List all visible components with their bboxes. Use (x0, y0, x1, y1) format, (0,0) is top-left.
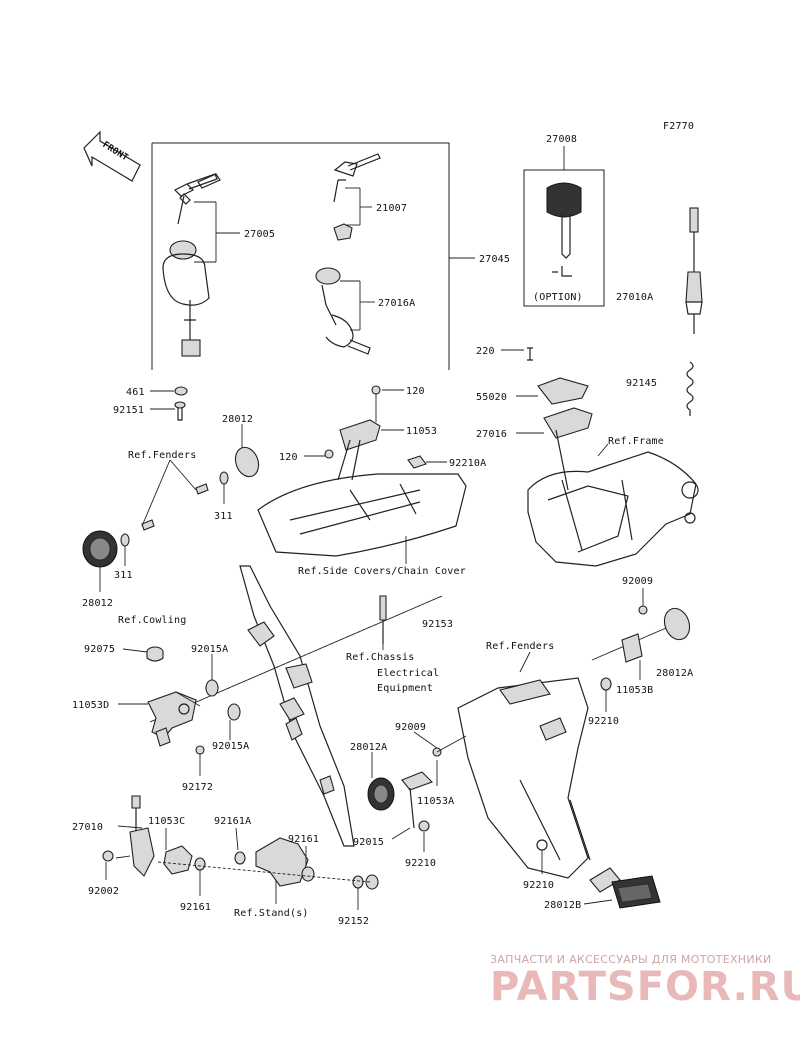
label-27045: 27045 (479, 254, 510, 265)
label-21007: 21007 (376, 203, 407, 214)
label-92161-top: 92161 (288, 834, 319, 845)
label-92210-mid: 92210 (405, 858, 436, 869)
label-27010: 27010 (72, 822, 103, 833)
ref-frame: Ref.Frame (608, 436, 664, 447)
cowling-bracket-icon (239, 565, 355, 847)
label-92153: 92153 (422, 619, 453, 630)
diagram-code: F2770 (663, 121, 694, 132)
ignition-kit-bracket (151, 142, 450, 370)
key-set-icon (173, 173, 221, 225)
license-lamp-icon (611, 875, 661, 909)
front-arrow-icon: FRONT (83, 130, 141, 182)
label-92015A-bottom: 92015A (212, 741, 249, 752)
bolt-icon (174, 401, 186, 421)
watermark-brand: PARTSFOR.RU (490, 964, 800, 1010)
spring-icon (686, 361, 694, 416)
label-92161A: 92161A (214, 816, 251, 827)
label-92015A-top: 92015A (191, 644, 228, 655)
cap-icon (146, 646, 164, 662)
ref-stand: Ref.Stand(s) (234, 908, 309, 919)
nut-icon (174, 386, 188, 396)
label-92075: 92075 (84, 644, 115, 655)
label-92009-top: 92009 (622, 576, 653, 587)
ignition-switch-icon (162, 240, 210, 357)
label-311-top: 311 (214, 511, 233, 522)
bracket-d-icon (147, 691, 205, 755)
label-55020: 55020 (476, 392, 507, 403)
label-11053B: 11053B (616, 685, 653, 696)
ref-fenders-left: Ref.Fenders (128, 450, 196, 461)
label-92161-bottom: 92161 (180, 902, 211, 913)
label-92151: 92151 (113, 405, 144, 416)
label-92210A: 92210A (449, 458, 486, 469)
starter-switch-icon (685, 207, 703, 334)
label-28012A-mid: 28012A (350, 742, 387, 753)
option-key-icon (546, 182, 582, 277)
ref-cowling: Ref.Cowling (118, 615, 186, 626)
ref-side-covers: Ref.Side Covers/Chain Cover (298, 566, 466, 577)
label-92015: 92015 (353, 837, 384, 848)
label-92145: 92145 (626, 378, 657, 389)
bushing-icon (205, 679, 241, 721)
label-27008: 27008 (546, 134, 577, 145)
small-bolt-icon (120, 471, 229, 547)
label-92002: 92002 (88, 886, 119, 897)
key-blank-icon (333, 153, 381, 241)
frame-rear-icon (527, 451, 699, 567)
side-stand-switch-icon (102, 795, 155, 877)
watermark-tagline: ЗАПЧАСТИ И АКСЕССУАРЫ ДЛЯ МОТОТЕХНИКИ (490, 953, 772, 966)
lock-cylinder-icon (537, 377, 593, 491)
label-11053A: 11053A (417, 796, 454, 807)
label-92172: 92172 (182, 782, 213, 793)
seat-lock-icon (315, 267, 371, 355)
label-11053C: 11053C (148, 816, 185, 827)
label-92009-mid: 92009 (395, 722, 426, 733)
rear-fender-icon (457, 677, 621, 893)
label-11053: 11053 (406, 426, 437, 437)
ref-chassis-2: Electrical (377, 668, 439, 679)
label-27010A: 27010A (616, 292, 653, 303)
label-27016: 27016 (476, 429, 507, 440)
label-92210-bottom: 92210 (523, 880, 554, 891)
label-92210-right: 92210 (588, 716, 619, 727)
label-27005: 27005 (244, 229, 275, 240)
stand-bracket-icon (163, 837, 379, 890)
option-label: (OPTION) (533, 292, 583, 303)
label-11053D: 11053D (72, 700, 109, 711)
label-27016A: 27016A (378, 298, 415, 309)
label-28012A-right: 28012A (656, 668, 693, 679)
label-120-bottom: 120 (279, 452, 298, 463)
ref-fenders-right: Ref.Fenders (486, 641, 554, 652)
spring-pin-icon (527, 347, 533, 361)
label-461: 461 (126, 387, 145, 398)
label-28012B: 28012B (544, 900, 581, 911)
reflector-icon (82, 446, 260, 568)
label-28012-top: 28012 (222, 414, 253, 425)
label-220: 220 (476, 346, 495, 357)
bracket-icon (324, 385, 427, 481)
ref-chassis-3: Equipment (377, 683, 433, 694)
label-28012-left: 28012 (82, 598, 113, 609)
ref-chassis-1: Ref.Chassis (346, 652, 414, 663)
label-92152: 92152 (338, 916, 369, 927)
tail-cowl-icon (257, 473, 467, 557)
connector-icon (379, 595, 387, 644)
label-120-top: 120 (406, 386, 425, 397)
label-311-left: 311 (114, 570, 133, 581)
reflector-a-icon (367, 747, 442, 832)
